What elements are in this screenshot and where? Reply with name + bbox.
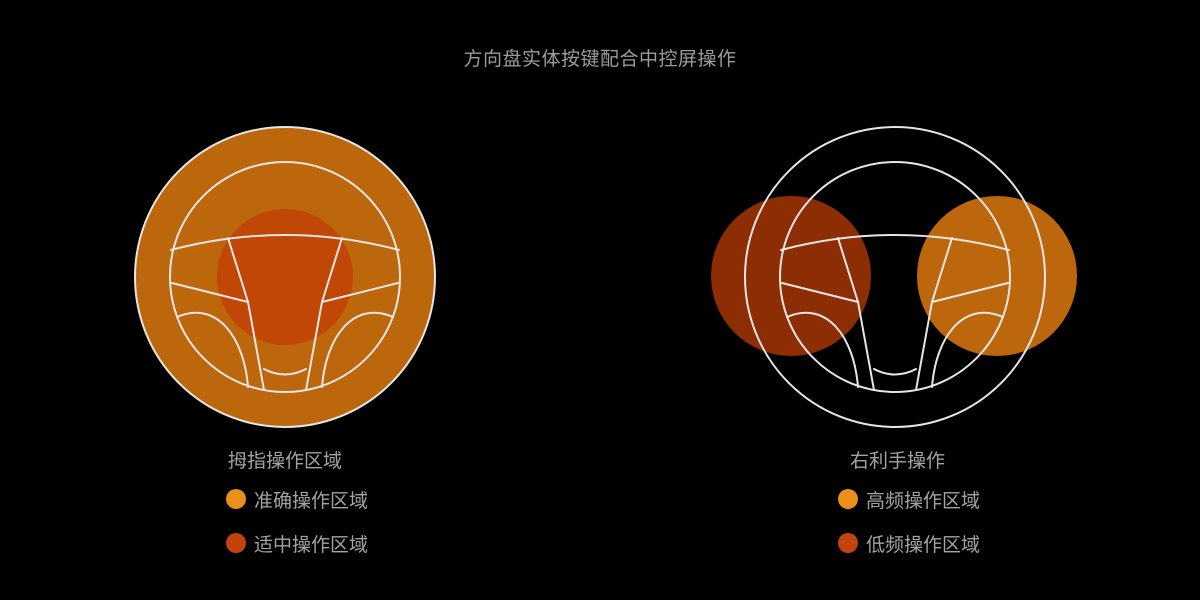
accurate-zone-swatch xyxy=(226,489,246,509)
steering-wheel-outer-rim xyxy=(744,126,1046,428)
steering-wheel-left-column xyxy=(837,237,875,391)
steering-wheel-right-spoke xyxy=(931,282,1009,303)
low-frequency-zone xyxy=(711,196,871,356)
steering-wheel-right-column xyxy=(915,237,953,391)
legend-item-medium: 适中操作区域 xyxy=(226,528,368,558)
steering-wheel-hub-bottom xyxy=(263,368,307,376)
steering-wheel-left-arc xyxy=(176,311,249,388)
legend-item-label: 高频操作区域 xyxy=(866,489,981,512)
legend-item-low-frequency: 低频操作区域 xyxy=(838,528,980,558)
steering-wheel-top-crossbar xyxy=(170,234,400,251)
steering-wheel-inner-rim xyxy=(779,161,1011,393)
thumb-zone-legend: 拇指操作区域 准确操作区域 适中操作区域 xyxy=(226,446,368,572)
medium-operation-zone xyxy=(217,209,353,345)
steering-wheel-inner-rim xyxy=(169,161,401,393)
high-frequency-swatch xyxy=(838,489,858,509)
steering-wheel-hub-bottom xyxy=(873,368,917,376)
medium-zone-swatch xyxy=(226,533,246,553)
steering-wheel-left-arc xyxy=(786,311,859,388)
high-frequency-zone xyxy=(917,196,1077,356)
steering-wheel-outline xyxy=(744,126,1046,428)
steering-wheel-left-spoke xyxy=(171,282,249,303)
right-hand-legend: 右利手操作 高频操作区域 低频操作区域 xyxy=(838,446,980,572)
legend-title: 右利手操作 xyxy=(850,450,946,472)
low-frequency-swatch xyxy=(838,533,858,553)
steering-wheel-left-spoke xyxy=(781,282,859,303)
steering-wheel-left-column xyxy=(227,237,265,391)
diagram-title: 方向盘实体按键配合中控屏操作 xyxy=(463,48,737,70)
steering-wheel-outline xyxy=(169,161,401,393)
steering-wheel-right-spoke xyxy=(321,282,399,303)
legend-item-label: 低频操作区域 xyxy=(866,533,981,556)
steering-wheel-right-column xyxy=(305,237,343,391)
legend-item-high-frequency: 高频操作区域 xyxy=(838,484,980,514)
legend-item-accurate: 准确操作区域 xyxy=(226,484,368,514)
steering-wheel-thumb-zones xyxy=(134,126,436,428)
steering-wheel-right-arc xyxy=(321,311,394,388)
legend-title: 拇指操作区域 xyxy=(228,450,343,472)
legend-item-label: 适中操作区域 xyxy=(254,533,369,556)
legend-item-label: 准确操作区域 xyxy=(254,489,369,512)
steering-wheel-top-crossbar xyxy=(780,234,1010,251)
steering-wheel-right-arc xyxy=(931,311,1004,388)
steering-wheel-right-hand-zones xyxy=(711,126,1077,428)
